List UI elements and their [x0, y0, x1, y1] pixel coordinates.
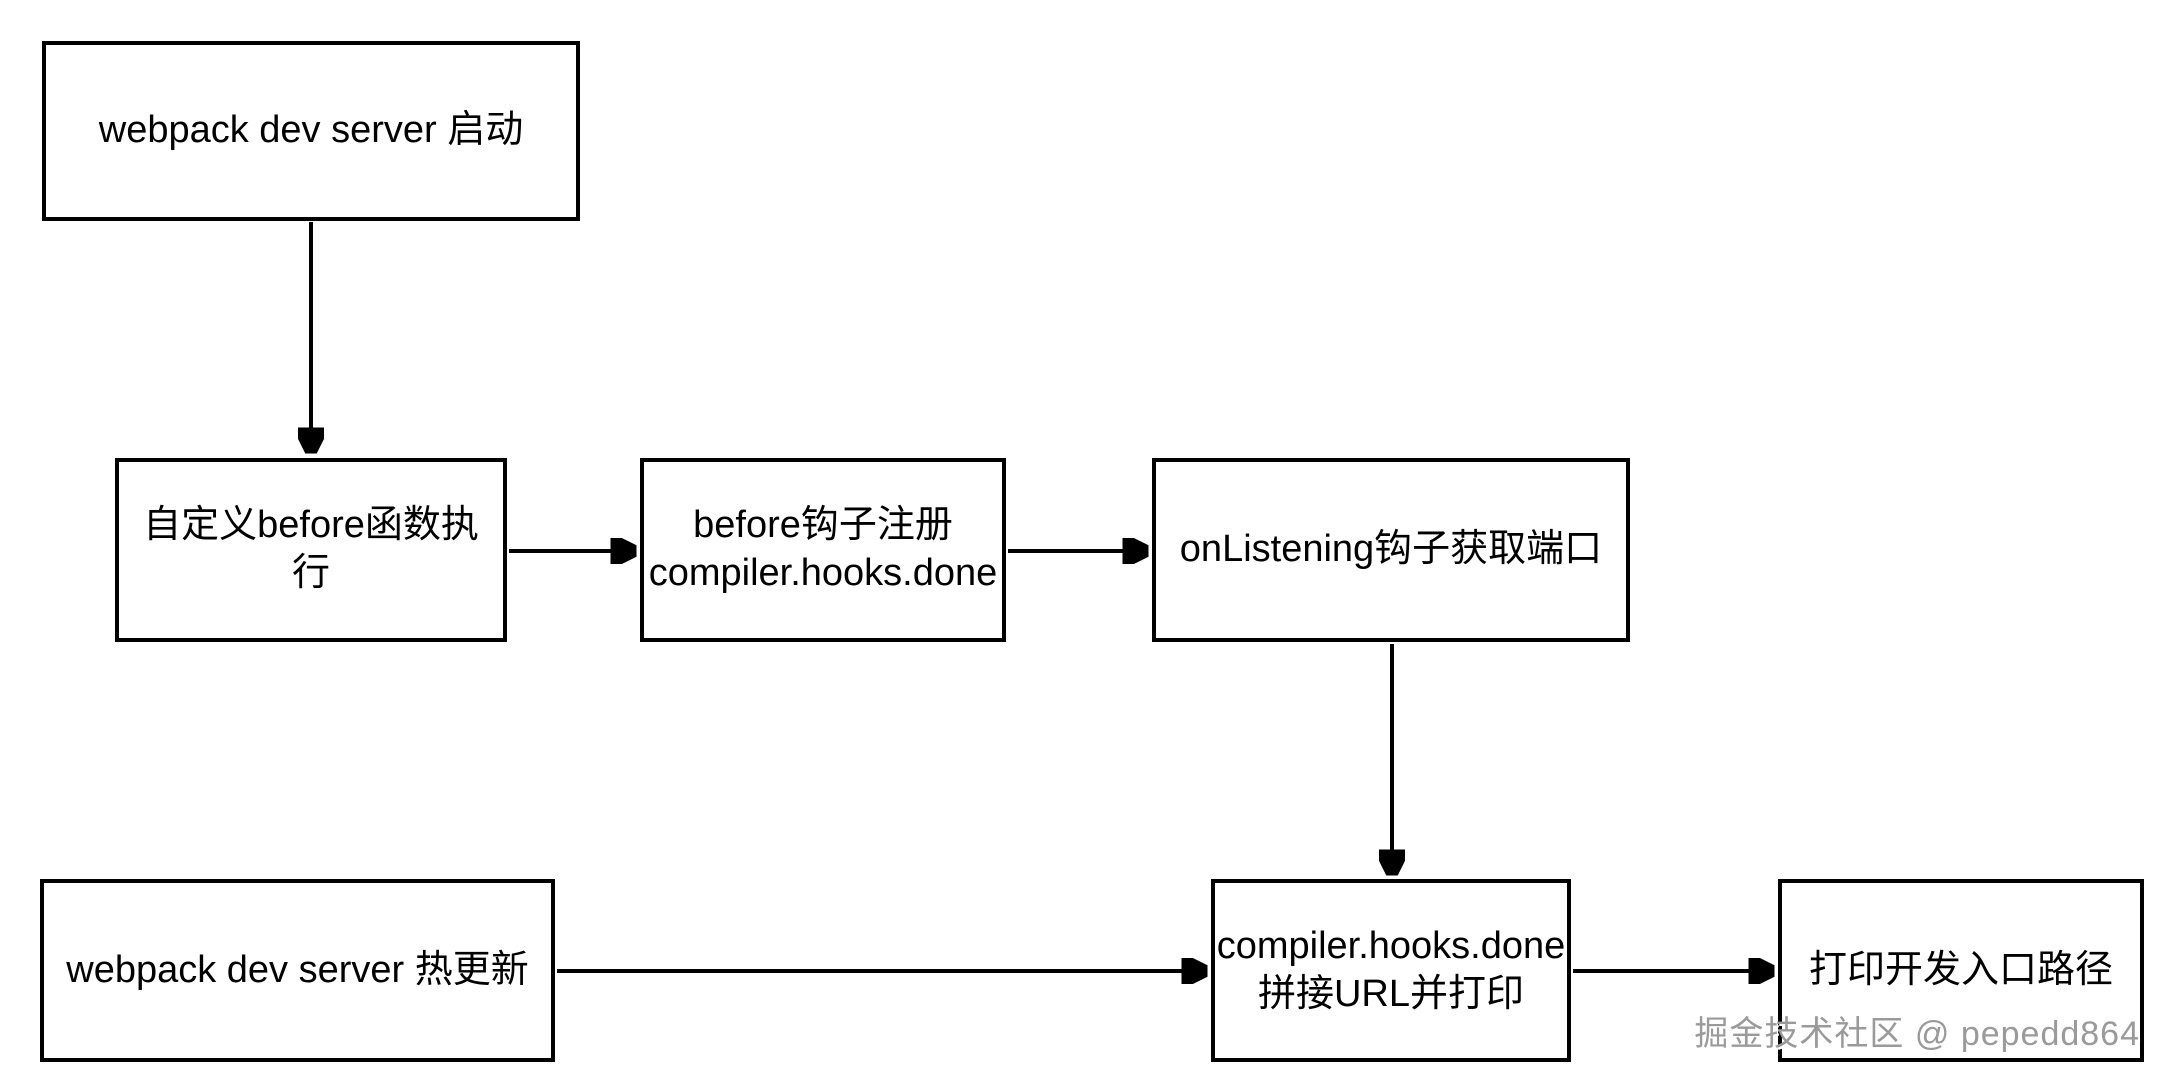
- node-hooks-done-print-url: compiler.hooks.done 拼接URL并打印: [1211, 879, 1571, 1062]
- node-dev-server-start: webpack dev server 启动: [42, 41, 580, 221]
- node-label: webpack dev server 热更新: [66, 948, 529, 991]
- node-label: onListening钩子获取端口: [1179, 528, 1603, 571]
- watermark: 掘金技术社区 @ pepedd864: [1694, 1015, 2140, 1053]
- node-label: before钩子注册 compiler.hooks.done: [648, 504, 998, 594]
- node-dev-server-hmr: webpack dev server 热更新: [40, 879, 555, 1062]
- node-print-entry-path: 打印开发入口路径: [1778, 879, 2144, 1062]
- node-before-hook-register: before钩子注册 compiler.hooks.done: [640, 458, 1006, 642]
- node-onlistening-hook: onListening钩子获取端口: [1152, 458, 1630, 642]
- node-label: 自定义before函数执行: [143, 504, 479, 594]
- node-label: webpack dev server 启动: [98, 109, 524, 152]
- node-label: compiler.hooks.done 拼接URL并打印: [1216, 924, 1566, 1015]
- node-label: 打印开发入口路径: [1808, 948, 2113, 991]
- node-custom-before-fn: 自定义before函数执行: [115, 458, 507, 642]
